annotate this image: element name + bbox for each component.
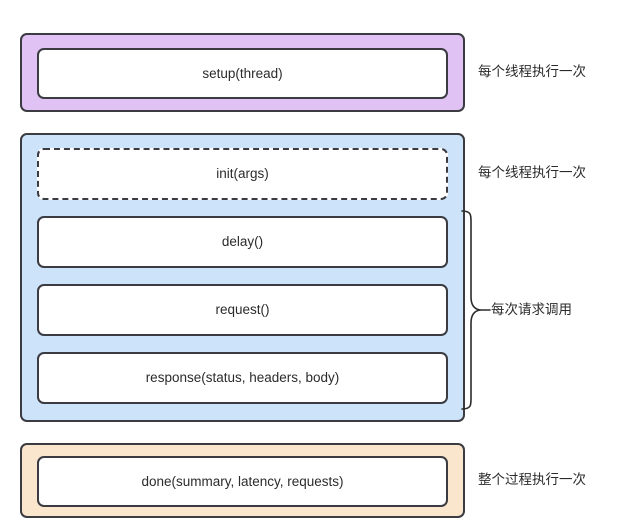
note-per-request: 每次请求调用 bbox=[491, 302, 572, 317]
done-group: done(summary, latency, requests) bbox=[20, 443, 465, 518]
step-done[interactable]: done(summary, latency, requests) bbox=[37, 456, 448, 507]
step-setup[interactable]: setup(thread) bbox=[37, 48, 448, 99]
curly-brace-icon bbox=[461, 210, 491, 410]
step-init[interactable]: init(args) bbox=[37, 148, 448, 200]
step-request[interactable]: request() bbox=[37, 284, 448, 336]
running-group: init(args) delay() request() response(st… bbox=[20, 133, 465, 422]
note-done: 整个过程执行一次 bbox=[478, 472, 586, 487]
step-delay[interactable]: delay() bbox=[37, 216, 448, 268]
note-init: 每个线程执行一次 bbox=[478, 165, 586, 180]
step-response[interactable]: response(status, headers, body) bbox=[37, 352, 448, 404]
note-setup: 每个线程执行一次 bbox=[478, 64, 586, 79]
per-request-brace bbox=[458, 209, 492, 413]
setup-group: setup(thread) bbox=[20, 33, 465, 112]
